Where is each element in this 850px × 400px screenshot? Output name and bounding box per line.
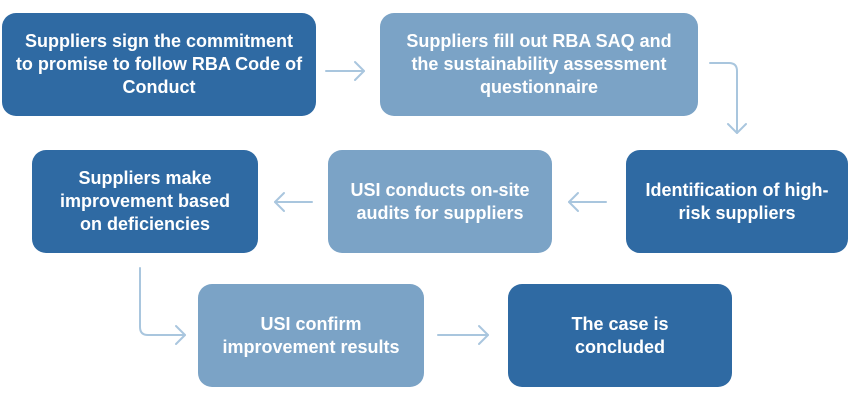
arrow-saq-to-identification	[709, 62, 747, 134]
arrow-sign-to-saq	[325, 61, 365, 81]
step-label: Suppliers make improvement based on defi…	[59, 168, 231, 234]
step-identify-high-risk: Identification of high-risk suppliers	[626, 150, 848, 253]
step-onsite-audits: USI conducts on-site audits for supplier…	[328, 150, 552, 253]
step-label: Suppliers sign the commitment to promise…	[15, 31, 303, 97]
step-label: USI confirm improvement results	[222, 313, 400, 357]
step-label: Suppliers fill out RBA SAQ and the susta…	[406, 31, 672, 97]
step-sign-commitment: Suppliers sign the commitment to promise…	[2, 13, 316, 116]
arrow-confirm-to-concluded	[437, 325, 489, 345]
step-case-concluded: The case is concluded	[508, 284, 732, 387]
step-make-improvement: Suppliers make improvement based on defi…	[32, 150, 258, 253]
step-confirm-results: USI confirm improvement results	[198, 284, 424, 387]
step-label: The case is concluded	[571, 313, 669, 357]
arrow-identification-to-audits	[568, 192, 607, 212]
step-label: Identification of high-risk suppliers	[645, 179, 829, 223]
step-fill-saq: Suppliers fill out RBA SAQ and the susta…	[380, 13, 698, 116]
step-label: USI conducts on-site audits for supplier…	[350, 179, 530, 223]
arrow-audits-to-improvement	[274, 192, 313, 212]
arrow-improvement-to-confirm	[139, 267, 186, 345]
